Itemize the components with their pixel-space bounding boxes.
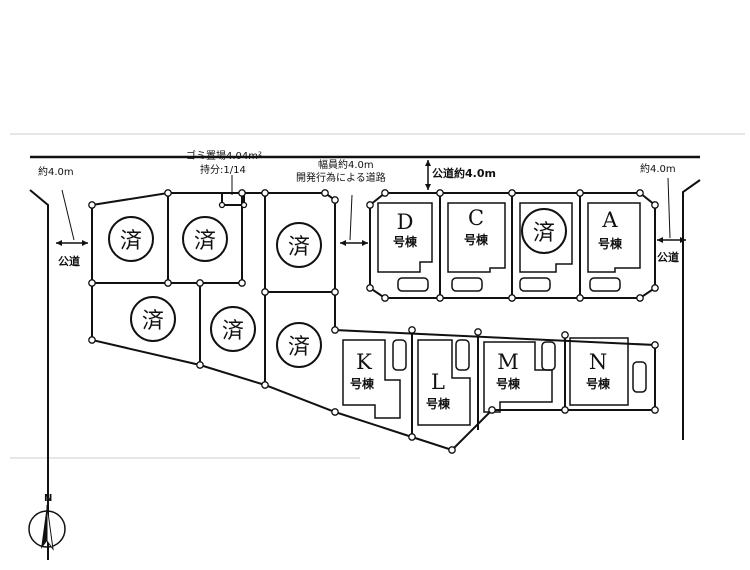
lot-suffix: 号棟 [495, 377, 521, 391]
lot-letter: K [356, 350, 372, 374]
dev-road-width: 幅員約4.0m [318, 160, 374, 171]
lot-letter: M [497, 350, 519, 374]
public-road-right: 公道 [657, 251, 679, 264]
garbage-area [221, 192, 245, 206]
road-width-left: 約4.0m [38, 167, 74, 178]
lot-letter: L [431, 370, 445, 394]
lot-letter: A [602, 208, 618, 232]
sold-marker: 済 [276, 322, 322, 368]
lot-suffix: 号棟 [585, 377, 611, 391]
lot-suffix: 号棟 [425, 397, 451, 411]
left-road-edge [29, 189, 49, 560]
lot-suffix: 号棟 [349, 377, 375, 391]
lot-suffix: 号棟 [392, 235, 418, 249]
sold-marker: 済 [276, 222, 322, 268]
lot-letter: C [467, 206, 485, 230]
sold-marker: 済 [108, 216, 154, 262]
public-road-left: 公道 [58, 255, 80, 268]
sold-marker: 済 [130, 296, 176, 342]
public-road-top: 公道約4.0m [432, 167, 496, 180]
compass-n-label: N [44, 493, 53, 504]
lot-letter: N [588, 350, 608, 374]
lot-boundary-left [91, 192, 656, 452]
lot-letter: D [396, 210, 414, 234]
garbage-share-label: 持分:1/14 [200, 165, 246, 176]
lot-suffix: 号棟 [597, 237, 623, 251]
sold-marker: 済 [182, 216, 228, 262]
garbage-area-label: ゴミ置場4.04m² [186, 151, 263, 162]
sold-marker: 済 [521, 208, 567, 254]
dev-road-label: 開発行為による道路 [296, 173, 386, 184]
north-arrow-icon [28, 504, 66, 551]
sold-marker: 済 [210, 306, 256, 352]
road-width-right: 約4.0m [640, 164, 676, 175]
right-road-edge [682, 179, 701, 440]
lot-suffix: 号棟 [463, 233, 489, 247]
